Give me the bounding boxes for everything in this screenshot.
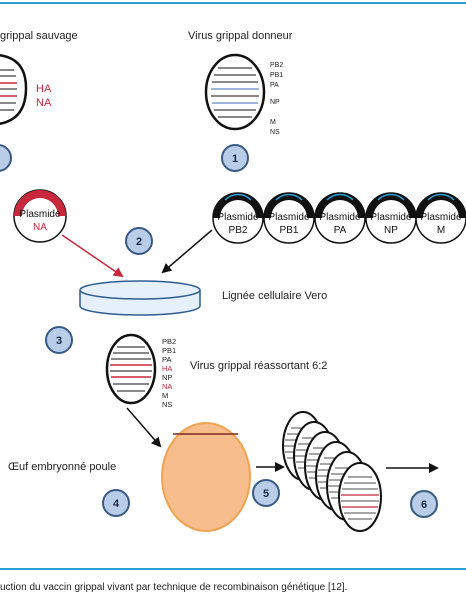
cell-culture-dish xyxy=(79,280,201,316)
reassortant-segment-label: PB1 xyxy=(162,346,176,355)
reassortant-segment-labels: PB2 PB1 PA HA NP NA M NS xyxy=(162,337,176,409)
embryonated-egg xyxy=(161,422,251,532)
wild-segment-na: NA xyxy=(36,97,52,109)
reassortant-segment-label: NS xyxy=(162,400,172,409)
plasmid-title: Plasmide xyxy=(268,212,310,223)
reassortant-segment-label: HA xyxy=(162,364,172,373)
reassortant-segment-label: NP xyxy=(162,373,172,382)
step-badge-4: 4 xyxy=(102,489,130,517)
donor-segment-label: PB2 xyxy=(270,62,283,69)
cell-line-label: Lignée cellulaire Vero xyxy=(222,290,327,302)
arrow-plasmids-to-cells xyxy=(161,229,213,274)
plasmid-pb2: Plasmide PB2 xyxy=(212,192,264,244)
plasmid-segment: PB2 xyxy=(229,225,248,236)
donor-segment-label: PB1 xyxy=(270,72,283,79)
plasmid-title: Plasmide xyxy=(370,212,412,223)
wild-virus-segments xyxy=(0,69,17,111)
plasmid-na-title: Plasmide xyxy=(19,209,61,220)
donor-segment-label: PA xyxy=(270,82,279,89)
reassortant-segment-label: NA xyxy=(162,382,172,391)
plasmid-segment: PA xyxy=(334,225,347,236)
step-badge-5: 5 xyxy=(252,479,280,507)
reassortant-segment-label: M xyxy=(162,391,168,400)
wild-virus-label: grippal sauvage xyxy=(0,30,78,42)
plasmid-m: Plasmide M xyxy=(415,192,466,244)
donor-virus-label: Virus grippal donneur xyxy=(188,30,293,42)
reassortant-label: Virus grippal réassortant 6:2 xyxy=(190,360,327,372)
plasmid-pa: Plasmide PA xyxy=(314,192,366,244)
step-number: 1 xyxy=(232,153,238,165)
step-number: 6 xyxy=(421,499,427,511)
donor-segment-label: M xyxy=(270,119,276,126)
plasmid-segment: NP xyxy=(384,225,398,236)
egg-label: Œuf embryonné poule xyxy=(8,461,116,473)
arrow-virus-to-egg xyxy=(126,407,162,448)
plasmid-segment: M xyxy=(437,225,445,236)
harvested-virus-front xyxy=(338,462,382,532)
step-badge-2: 2 xyxy=(125,227,153,255)
plasmid-title: Plasmide xyxy=(420,212,462,223)
reassortant-segment-label: PB2 xyxy=(162,337,176,346)
plasmid-na: Plasmide NA xyxy=(13,189,67,243)
donor-segment-label: NP xyxy=(270,99,280,106)
step-badge-6: 6 xyxy=(410,490,438,518)
step-badge-3: 3 xyxy=(45,326,73,354)
harvested-virus-stack xyxy=(282,411,382,532)
plasmid-segment: PB1 xyxy=(280,225,299,236)
figure-caption: uction du vaccin grippal vivant par tech… xyxy=(0,582,347,593)
reassortant-segment-label: PA xyxy=(162,355,171,364)
reassortant-virus-particle xyxy=(105,333,157,405)
arrow-red-plasmid-to-cells xyxy=(61,234,124,278)
plasmid-np: Plasmide NP xyxy=(365,192,417,244)
donor-segment-labels: PB2 PB1 PA NP M NS xyxy=(270,62,283,136)
plasmid-title: Plasmide xyxy=(319,212,361,223)
step-badge-1: 1 xyxy=(221,144,249,172)
donor-virus-segments xyxy=(211,67,259,118)
step-number: 2 xyxy=(136,236,142,248)
wild-virus-particle xyxy=(0,54,28,125)
donor-segment-label: NS xyxy=(270,129,280,136)
reassortant-virus-segments xyxy=(110,346,152,392)
plasmid-title: Plasmide xyxy=(217,212,259,223)
plasmid-pb1: Plasmide PB1 xyxy=(263,192,315,244)
plasmid-na-segment: NA xyxy=(33,222,47,233)
wild-segment-ha: HA xyxy=(36,83,52,95)
donor-virus-particle xyxy=(204,53,266,131)
step-number: 4 xyxy=(113,498,120,510)
step-badge-0-partial xyxy=(0,144,12,172)
step-number: 3 xyxy=(56,335,62,347)
step-number: 5 xyxy=(263,488,269,500)
